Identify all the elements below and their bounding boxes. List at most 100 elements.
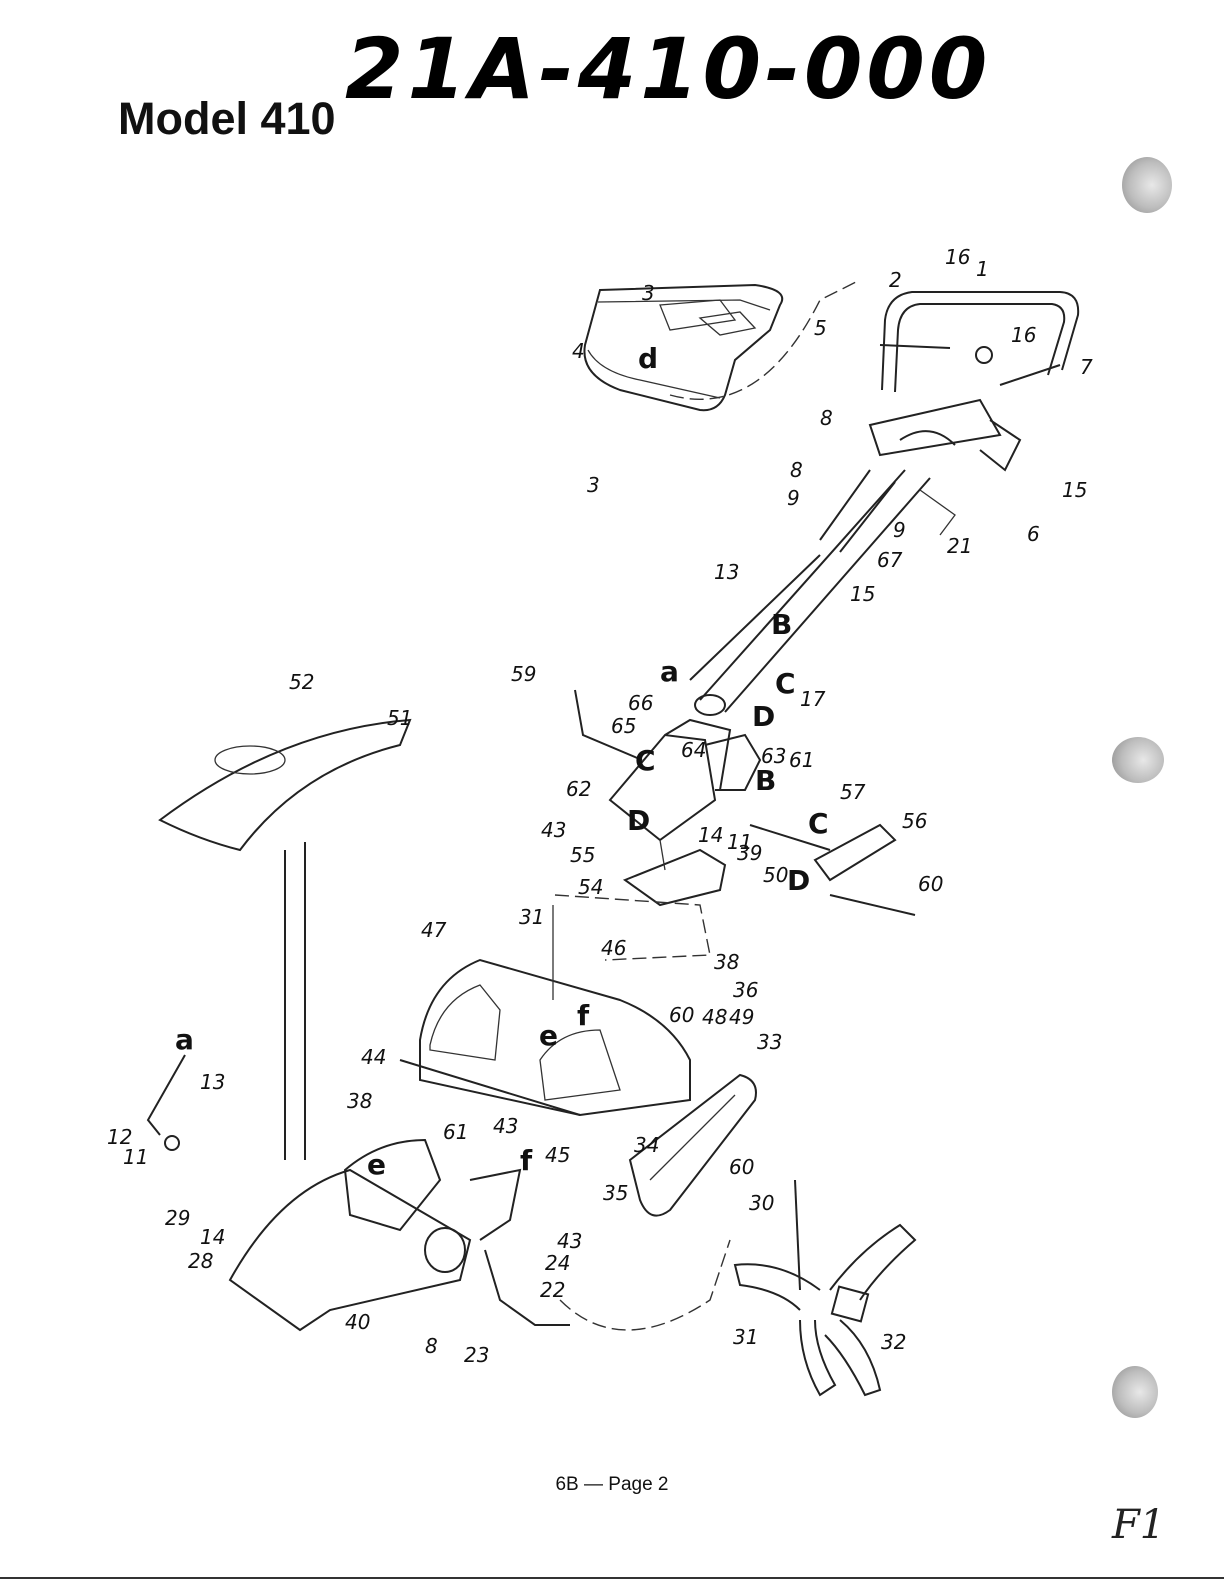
callout-f: f: [520, 1144, 533, 1177]
callout-14: 14: [200, 1225, 225, 1249]
callout-d: d: [638, 342, 658, 375]
callout-51: 51: [387, 706, 412, 730]
callout-B: B: [755, 764, 776, 797]
gear-case-bracket-drawing: [608, 718, 762, 907]
callout-29: 29: [165, 1206, 190, 1230]
callout-13: 13: [200, 1070, 225, 1094]
side-shield-plate-drawing: [628, 1073, 757, 1217]
callout-60: 60: [918, 872, 943, 896]
callout-17: 17: [800, 687, 826, 711]
callout-13: 13: [714, 560, 739, 584]
bottom-rule: [0, 1577, 1224, 1579]
callout-61: 61: [789, 748, 814, 772]
handle-assembly-drawing: [868, 291, 1080, 472]
callout-55: 55: [570, 843, 595, 867]
callout-2: 2: [889, 268, 902, 292]
depth-bar-drawing: [484, 1249, 570, 1326]
callout-50: 50: [763, 863, 788, 887]
callout-49: 49: [729, 1005, 754, 1029]
callout-labels: 3 d 4 3 2 16 1 5 16 7 8 8 9 9 15 6 67 21…: [107, 245, 1093, 1367]
tine-assembly-drawing: [733, 1179, 917, 1397]
callout-32: 32: [881, 1330, 906, 1354]
callout-23: 23: [464, 1343, 489, 1367]
transmission-housing-drawing: [228, 1138, 522, 1332]
callout-16: 16: [945, 245, 970, 269]
callout-3: 3: [587, 473, 600, 497]
callout-54: 54: [578, 875, 603, 899]
callout-31: 31: [733, 1325, 758, 1349]
callout-e: e: [367, 1148, 386, 1181]
callout-36: 36: [733, 978, 758, 1002]
callout-C: C: [635, 744, 656, 777]
callout-f: f: [577, 999, 590, 1032]
callout-a: a: [175, 1023, 194, 1056]
callout-3: 3: [642, 281, 655, 305]
callout-65: 65: [611, 714, 636, 738]
page-footer: 6B — Page 2: [555, 1474, 669, 1495]
shift-knob-washer: [164, 1135, 180, 1151]
callout-62: 62: [566, 777, 591, 801]
lower-shift-rod-drawing: [146, 1054, 186, 1136]
callout-e: e: [539, 1019, 558, 1052]
tine-shield-drawing: [399, 958, 691, 1117]
callout-57: 57: [840, 780, 866, 804]
handwritten-part-number: 21A-410-000: [345, 20, 992, 118]
callout-C: C: [775, 667, 796, 700]
callout-9: 9: [893, 518, 906, 542]
callout-33: 33: [757, 1030, 782, 1054]
callout-D: D: [787, 864, 810, 897]
callout-31: 31: [519, 905, 544, 929]
callout-B: B: [771, 608, 792, 641]
callout-22: 22: [540, 1278, 565, 1302]
callout-48: 48: [702, 1005, 727, 1029]
callout-14: 14: [698, 823, 723, 847]
callout-4: 4: [572, 339, 585, 363]
callout-56: 56: [902, 809, 927, 833]
callout-38: 38: [714, 950, 739, 974]
callout-60: 60: [729, 1155, 754, 1179]
callout-39: 39: [737, 841, 762, 865]
callout-43: 43: [557, 1229, 582, 1253]
alignment-dashed-line-middle: [554, 894, 711, 961]
callout-16: 16: [1011, 323, 1036, 347]
callout-C: C: [808, 807, 829, 840]
binder-hole-bottom: [1112, 1366, 1158, 1418]
callout-6: 6: [1027, 522, 1040, 546]
callout-8: 8: [790, 458, 803, 482]
callout-5: 5: [814, 316, 827, 340]
callout-9: 9: [787, 486, 800, 510]
callout-46: 46: [601, 936, 626, 960]
callout-43: 43: [541, 818, 566, 842]
callout-8: 8: [425, 1334, 438, 1358]
callout-24: 24: [545, 1251, 570, 1275]
alignment-dashed-line-lower: [559, 1239, 731, 1331]
callout-35: 35: [603, 1181, 628, 1205]
callout-61: 61: [443, 1120, 468, 1144]
callout-1: 1: [976, 257, 989, 281]
callout-28: 28: [188, 1249, 213, 1273]
callout-64: 64: [681, 738, 706, 762]
callout-8: 8: [820, 406, 833, 430]
callout-15: 15: [1062, 478, 1087, 502]
binder-hole-top: [1122, 157, 1172, 213]
callout-45: 45: [545, 1143, 570, 1167]
callout-44: 44: [361, 1045, 386, 1069]
callout-7: 7: [1080, 355, 1093, 379]
engine-shroud-drawing: [583, 283, 784, 412]
binder-hole-middle: [1112, 737, 1164, 783]
callout-D: D: [627, 804, 650, 837]
model-title: Model 410: [118, 93, 336, 144]
callout-11: 11: [727, 830, 752, 854]
callout-40: 40: [345, 1310, 370, 1334]
handwritten-corner-mark: F1: [1112, 1502, 1166, 1548]
callout-66: 66: [628, 691, 653, 715]
callout-43: 43: [493, 1114, 518, 1138]
alignment-dashed-line-top: [669, 279, 861, 400]
callout-a: a: [660, 655, 679, 688]
callout-67: 67: [877, 548, 903, 572]
callout-34: 34: [634, 1133, 659, 1157]
fender-drawing: [158, 718, 412, 1160]
callout-60: 60: [669, 1003, 694, 1027]
callout-12: 12: [107, 1125, 132, 1149]
